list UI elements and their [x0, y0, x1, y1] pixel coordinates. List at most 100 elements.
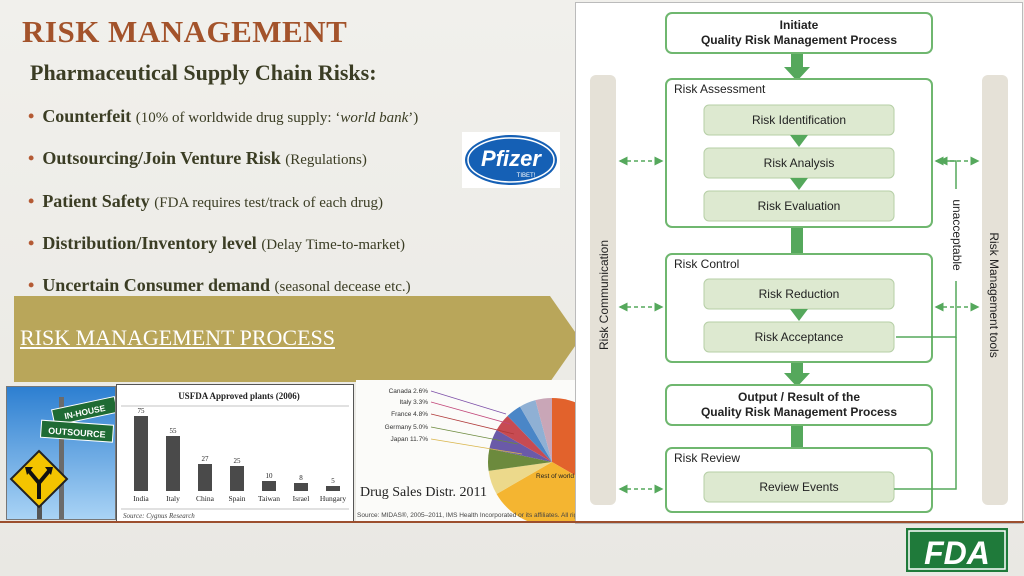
pie-slice-germany: [488, 448, 552, 471]
bullet-term: Patient Safety: [42, 191, 150, 211]
bar-value-label: 8: [299, 474, 303, 482]
process-banner: [14, 296, 580, 382]
bullet-note-emphasis: world bank: [340, 110, 409, 126]
step-arrow: [790, 309, 808, 321]
risk-communication-label: Risk Communication: [597, 240, 611, 350]
pfizer-logo: Pfizer TIBET!: [462, 132, 560, 188]
bullet-patient-safety: • Patient Safety (FDA requires test/track…: [28, 191, 383, 212]
bullet-note: (Regulations): [285, 152, 367, 168]
bar-value-label: 10: [266, 472, 274, 480]
pie-slices: [488, 398, 576, 522]
bar-value-label: 27: [202, 455, 210, 463]
footer-rule: [0, 521, 1024, 523]
bar-series: 75India55Italy27China25Spain10Taiwan8Isr…: [133, 407, 346, 503]
bullet-dot: •: [28, 148, 35, 168]
bullet-note: (10% of worldwide drug supply: ‘world ba…: [136, 110, 418, 126]
qrm-flowchart: Risk Communication Risk Management tools…: [575, 2, 1023, 524]
initiate-line-2: Quality Risk Management Process: [701, 33, 897, 47]
bullet-counterfeit: •Counterfeit (10% of worldwide drug supp…: [28, 106, 418, 127]
tools-arrows: [934, 156, 980, 312]
bar-category-label: China: [196, 494, 215, 503]
bullet-note: (Delay Time-to-market): [261, 237, 406, 253]
sign-bottom-text: OUTSOURCE: [48, 426, 106, 440]
pie-slice-japan: [488, 462, 552, 494]
step-label: Risk Evaluation: [758, 199, 841, 213]
output-line-1: Output / Result of the: [738, 390, 860, 404]
fda-wordmark: FDA: [924, 535, 990, 571]
road-sign-image: IN-HOUSE OUTSOURCE: [6, 386, 116, 520]
bullet-consumer-demand: •Uncertain Consumer demand (seasonal dec…: [28, 275, 411, 296]
pie-slice-france: [489, 430, 552, 462]
risk-review-title: Risk Review: [674, 451, 740, 465]
bullet-term: Distribution/Inventory level: [42, 233, 257, 253]
pie-slice-other-a: [520, 400, 552, 462]
usfda-bar-chart: USFDA Approved plants (2006) 75India55It…: [116, 384, 354, 522]
pie-source: Source: MIDAS®, 2005–2011, IMS Health In…: [357, 512, 614, 519]
bullet-outsourcing: • Outsourcing/Join Venture Risk (Regulati…: [28, 148, 367, 169]
step-review-events: [703, 471, 895, 503]
bullet-note: (seasonal decease etc.): [274, 279, 411, 295]
bullet-dot: •: [28, 106, 35, 126]
bar-value-label: 25: [234, 457, 242, 465]
bar-value-label: 75: [138, 407, 146, 415]
bar-spain: [230, 466, 244, 491]
bar-value-label: 55: [170, 427, 178, 435]
pie-legend-label: France 4.8%: [391, 411, 428, 418]
step-label: Review Events: [759, 480, 838, 494]
pie-leader-line: [430, 426, 519, 445]
page-title: RISK MANAGEMENT: [22, 14, 348, 49]
pie-slice-rest-of-world: [496, 462, 576, 522]
bullet-distribution: • Distribution/Inventory level (Delay Tim…: [28, 233, 405, 254]
chart-title: USFDA Approved plants (2006): [178, 391, 300, 401]
step-label: Risk Analysis: [764, 156, 835, 170]
communication-arrows: [618, 156, 664, 494]
pie-legend-label: Japan 11.7%: [391, 436, 429, 443]
pie-slice-italy: [496, 415, 552, 462]
risk-assessment-title: Risk Assessment: [674, 82, 766, 96]
bar-india: [134, 416, 148, 491]
fda-logo: FDA: [906, 528, 1008, 572]
chart-source: Source: Cygnus Research: [123, 512, 195, 520]
bar-category-label: Israel: [293, 494, 310, 503]
bar-category-label: Taiwan: [258, 494, 280, 503]
pie-legend-label: Italy 3.3%: [399, 399, 428, 406]
pfizer-tag: TIBET!: [517, 173, 536, 179]
step-risk-evaluation: [703, 190, 895, 222]
bar-israel: [294, 483, 308, 491]
drug-sales-pie-chart: Canada 2.6%Italy 3.3%France 4.8%Germany …: [356, 380, 576, 522]
pie-leader-line: [430, 438, 523, 455]
bar-china: [198, 464, 212, 491]
step-label: Risk Reduction: [759, 287, 840, 301]
bullet-dot: •: [28, 191, 35, 211]
pie-labels: Canada 2.6%Italy 3.3%France 4.8%Germany …: [385, 388, 575, 480]
pie-caption: Drug Sales Distr. 2011: [360, 485, 488, 500]
bullet-term: Outsourcing/Join Venture Risk: [42, 148, 281, 168]
bar-taiwan: [262, 481, 276, 491]
pfizer-wordmark: Pfizer: [481, 146, 542, 171]
initiate-box: [665, 12, 933, 54]
output-box: [665, 384, 933, 426]
process-banner-label: RISK MANAGEMENT PROCESS: [20, 325, 335, 350]
step-arrow: [790, 135, 808, 147]
bullet-note-part: (10% of worldwide drug supply: ‘: [135, 110, 341, 126]
bar-category-label: Spain: [228, 494, 245, 503]
step-risk-acceptance: [703, 321, 895, 353]
section-subtitle: Pharmaceutical Supply Chain Risks:: [30, 60, 377, 85]
bar-value-label: 5: [331, 477, 335, 485]
unacceptable-label: unacceptable: [950, 199, 964, 271]
risk-communication-bar: [590, 75, 616, 505]
pie-leader-line: [430, 401, 511, 425]
pie-legend-label: Germany 5.0%: [385, 424, 429, 431]
step-arrow: [790, 178, 808, 190]
bar-category-label: India: [133, 494, 149, 503]
pie-leader-line: [430, 390, 507, 415]
bullet-note-part: ’): [408, 110, 419, 126]
pie-slice-other-b: [535, 398, 552, 462]
bullet-note: (FDA requires test/track of each drug): [154, 195, 383, 211]
bar-italy: [166, 436, 180, 491]
risk-tools-label: Risk Management tools: [987, 232, 1001, 357]
risk-control-title: Risk Control: [674, 257, 739, 271]
step-label: Risk Identification: [752, 113, 846, 127]
bullet-dot: •: [28, 233, 35, 253]
bullet-dot: •: [28, 275, 35, 295]
